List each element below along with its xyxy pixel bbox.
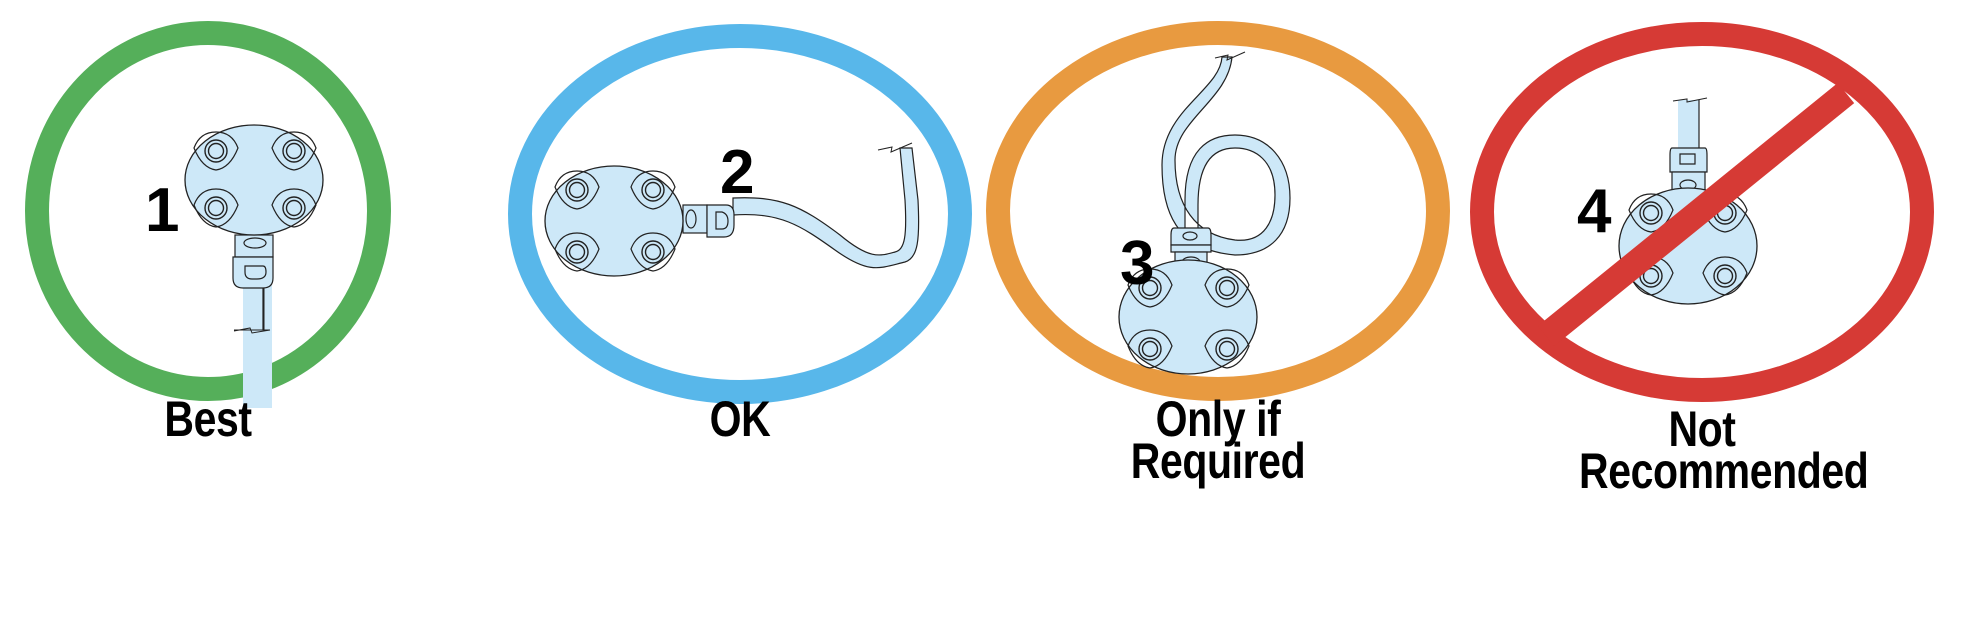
- label-not-recommended: Not Recommended: [1579, 401, 1869, 499]
- prohibition-slash: [1537, 82, 1855, 347]
- label-line: Recommended: [1579, 443, 1869, 499]
- panel-best: 1: [25, 21, 391, 408]
- label-line: Best: [164, 391, 252, 447]
- label-ok: OK: [658, 391, 822, 447]
- label-only-if-required: Only if Required: [1095, 391, 1341, 489]
- label-line: Required: [1130, 433, 1306, 489]
- ring-green: [25, 21, 391, 401]
- label-line: Only if: [1155, 391, 1281, 447]
- panel-not-recommended: 4: [1470, 22, 1934, 402]
- ring-red: [1470, 22, 1934, 402]
- gauge-device-icon: [1118, 51, 1291, 375]
- panel-ok: 2: [508, 24, 972, 404]
- gauge-device-icon: [184, 124, 324, 408]
- gauge-device-icon: [544, 142, 920, 277]
- step-number: 1: [145, 176, 179, 245]
- step-number: 3: [1120, 229, 1154, 298]
- label-line: OK: [709, 391, 771, 447]
- step-number: 4: [1577, 177, 1612, 246]
- label-best: Best: [126, 391, 290, 447]
- ring-orange: [986, 21, 1450, 401]
- gauge-device-icon: [1618, 97, 1758, 305]
- step-number: 2: [720, 138, 754, 207]
- label-line: Not: [1668, 401, 1736, 457]
- panel-only-if-required: 3: [986, 21, 1450, 401]
- ring-blue: [508, 24, 972, 404]
